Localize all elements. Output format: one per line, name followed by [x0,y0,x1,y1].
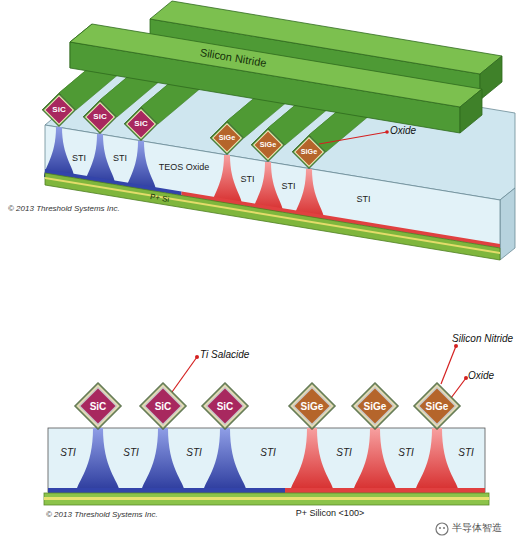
part-label: STI [398,447,414,459]
part-label: Oxide [390,125,416,137]
fin-diamond: SiGe [288,382,336,430]
material-label: SiGe [364,401,387,412]
part-label: STI [113,153,127,164]
fin-diamond: SiC [139,382,187,430]
fin-diamond: SiGe [292,135,326,169]
material-label: SiGe [260,141,276,149]
fin-diamond: SiC [201,382,249,430]
part-label: STI [60,447,76,459]
fin-diamond: SiC [83,100,117,134]
part-label: STI [186,447,202,459]
part-label: STI [336,447,352,459]
fin-diamond: SiGe [210,121,244,155]
material-label: SiGe [301,401,324,412]
part-label: © 2013 Threshold Systems Inc. [46,510,158,520]
material-label: SiC [90,401,107,412]
fin-diamond: SiC [74,382,122,430]
material-label: SiGe [219,134,235,142]
part-label: Ti Salacide [200,349,249,361]
part-label: 半导体智造 [452,522,502,534]
part-label: TEOS Oxide [159,162,210,173]
material-label: SiC [217,401,234,412]
part-label: STI [356,194,370,205]
part-label: STI [240,174,254,185]
fin-diamond: SiGe [351,382,399,430]
fin-diamond: SiGe [251,128,285,162]
part-label: P+ Silicon <100> [296,508,364,519]
part-label: © 2013 Threshold Systems Inc. [8,204,120,214]
material-label: SiC [52,106,65,115]
fin-diamond: SiC [124,107,158,141]
part-label: STI [72,153,86,164]
material-label: SiC [93,113,106,122]
material-label: SiC [155,401,172,412]
material-label: SiC [134,120,147,129]
material-label: SiGe [426,401,449,412]
part-label: STI [260,447,276,459]
part-label: Silicon Nitride [452,333,513,345]
fin-diamond: SiC [42,93,76,127]
part-label: STI [281,181,295,192]
material-label: SiGe [301,148,317,156]
part-label: STI [123,447,139,459]
part-label: Oxide [468,370,494,382]
fin-diamond: SiGe [413,382,461,430]
part-label: STI [458,447,474,459]
